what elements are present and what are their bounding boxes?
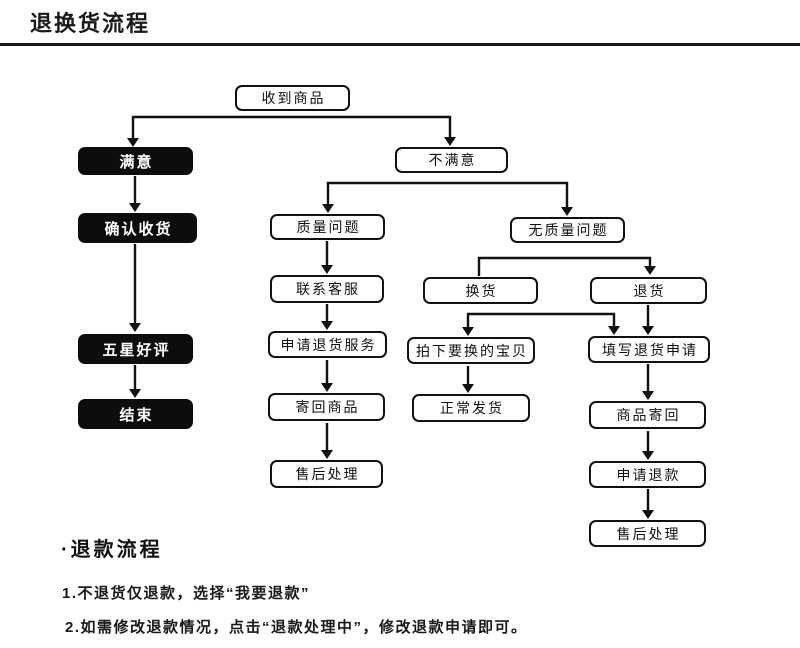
arrowhead-to-applyrefund: [642, 451, 654, 460]
flow-node-goods-sent-back: 商品寄回: [589, 401, 706, 429]
connector-exchange-split: [466, 312, 616, 328]
arrowhead-to-goodsback: [642, 391, 654, 400]
arrowhead-to-ordernew: [462, 327, 474, 336]
flow-node-aftersale-right: 售后处理: [589, 520, 706, 547]
flow-node-contact-service: 联系客服: [270, 275, 384, 303]
arrowhead-to-aftersale-right: [642, 510, 654, 519]
flow-node-aftersale-mid: 售后处理: [270, 460, 383, 488]
flow-node-apply-refund: 申请退款: [589, 461, 706, 488]
flow-node-end: 结束: [78, 399, 193, 429]
flow-node-exchange: 换货: [423, 277, 538, 304]
flow-node-no-quality-problem: 无质量问题: [510, 217, 625, 243]
arrowhead-to-contact: [321, 265, 333, 274]
arrowhead-to-end: [129, 389, 141, 398]
flow-node-unsatisfied: 不满意: [395, 147, 508, 173]
flow-node-five-star-review: 五星好评: [78, 334, 193, 364]
refund-note-2: 2.如需修改退款情况，点击“退款处理中”，修改退款申请即可。: [65, 619, 528, 636]
flow-node-send-back-goods: 寄回商品: [268, 393, 385, 421]
refund-note-1: 1.不退货仅退款，选择“我要退款”: [62, 585, 311, 602]
flow-node-satisfied: 满意: [78, 147, 193, 175]
arrowhead-to-fivestar: [129, 323, 141, 332]
arrowhead-to-confirm: [129, 203, 141, 212]
arrowhead-to-sendback: [321, 383, 333, 392]
arrowhead-to-noquality: [561, 207, 573, 216]
connector-receive-split: [131, 115, 452, 140]
title-divider: [0, 43, 800, 46]
flow-node-normal-shipping: 正常发货: [412, 394, 530, 422]
connector-noquality-split: [477, 256, 652, 276]
flow-node-return: 退货: [590, 277, 707, 304]
arrowhead-to-applyreturn: [321, 321, 333, 330]
flow-node-order-exchange-item: 拍下要换的宝贝: [407, 337, 535, 364]
refund-section-heading: ·退款流程: [61, 539, 163, 561]
arrowhead-to-quality: [322, 204, 334, 213]
connector-unsatisfied-split: [326, 181, 569, 208]
flow-node-fill-return-request: 填写退货申请: [588, 336, 710, 363]
arrowhead-to-fillreturn: [642, 326, 654, 335]
arrowhead-to-aftersale-mid: [321, 450, 333, 459]
flow-node-apply-return-service: 申请退货服务: [268, 331, 387, 358]
arrowhead-to-unsatisfied: [444, 137, 456, 146]
flow-node-receive-goods: 收到商品: [235, 85, 350, 111]
arrowhead-to-fillreturn-left: [608, 326, 620, 335]
arrowhead-to-satisfied: [127, 138, 139, 147]
page-title: 退换货流程: [30, 11, 151, 36]
flow-node-confirm-receipt: 确认收货: [78, 213, 197, 243]
arrowhead-to-normalship: [462, 384, 474, 393]
flow-node-quality-problem: 质量问题: [270, 214, 385, 240]
arrowhead-to-return: [644, 266, 656, 275]
